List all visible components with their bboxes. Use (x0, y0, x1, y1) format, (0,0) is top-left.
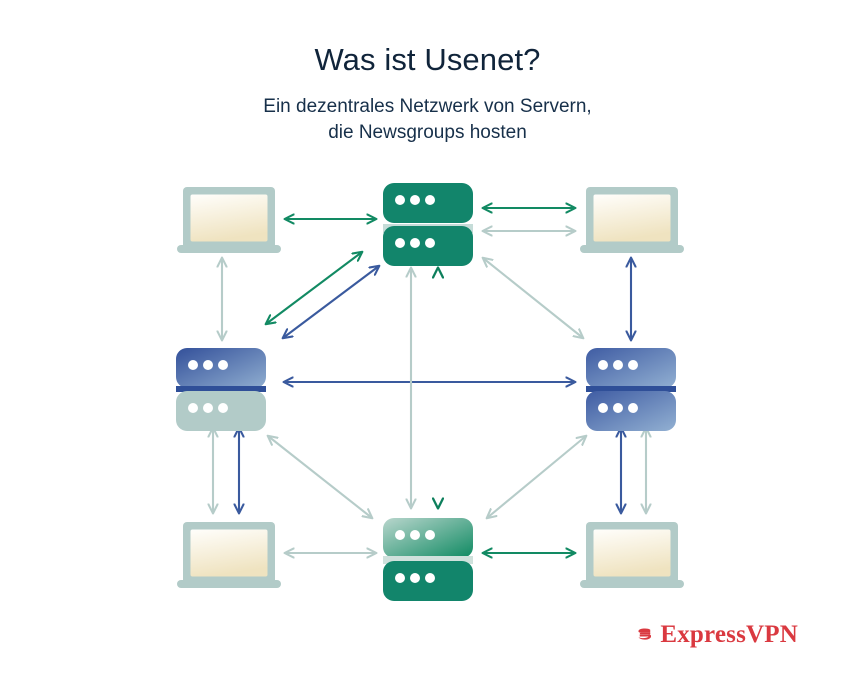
node-server-top-center[interactable] (383, 183, 473, 266)
edge-server-middle-left-server-top-center-blue (283, 266, 379, 338)
edge-server-middle-left-server-top-center-green (266, 252, 362, 324)
page-title: Was ist Usenet? (314, 42, 541, 77)
node-laptop-top-left[interactable] (177, 187, 281, 253)
edge-server-middle-left-server-bottom-center-pale (268, 436, 372, 518)
node-laptop-top-right[interactable] (580, 187, 684, 253)
expressvpn-e-mark (638, 628, 652, 640)
expressvpn-wordmark: ExpressVPN (660, 620, 798, 648)
edge-server-bottom-center-server-middle-right-pale (487, 436, 586, 518)
page-subtitle-line-1: Ein dezentrales Netzwerk von Servern, (263, 96, 592, 117)
edge-layer (213, 208, 646, 553)
node-laptop-bottom-right[interactable] (580, 522, 684, 588)
node-server-bottom-center[interactable] (383, 518, 473, 601)
node-server-middle-right[interactable] (586, 348, 676, 431)
page-subtitle: Ein dezentrales Netzwerk von Servern, di… (0, 94, 855, 146)
node-laptop-bottom-left[interactable] (177, 522, 281, 588)
expressvpn-logo[interactable]: ExpressVPN (638, 612, 798, 656)
edge-server-top-center-server-middle-right-pale (483, 258, 583, 338)
page-subtitle-line-2: die Newsgroups hosten (328, 122, 527, 143)
node-server-middle-left[interactable] (176, 348, 266, 431)
